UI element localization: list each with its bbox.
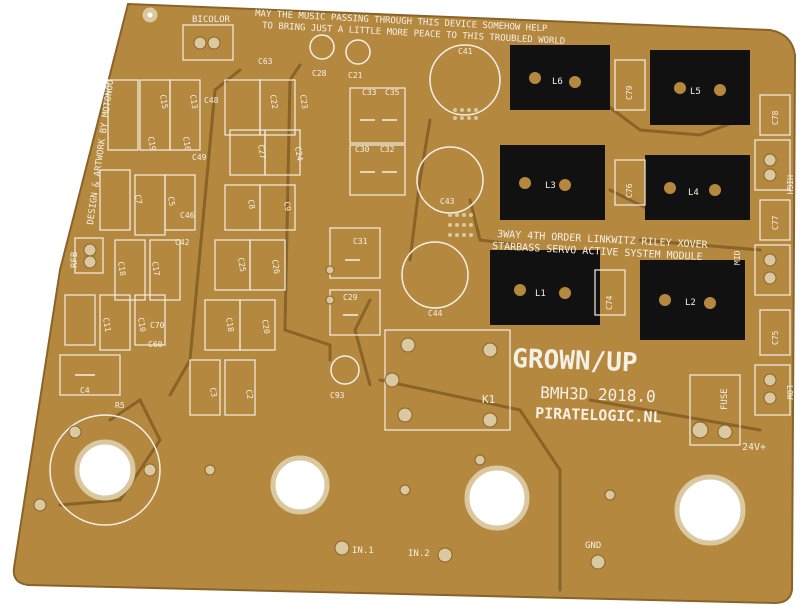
inductor-l3-label: L3 <box>545 181 556 191</box>
label-c75: C75 <box>771 330 780 345</box>
label-c78: C78 <box>771 110 780 125</box>
low-label: LOW <box>785 385 794 400</box>
brand-title: GROWN/UP <box>512 344 638 378</box>
corner-hole <box>142 7 158 23</box>
label-c41: C41 <box>458 47 473 56</box>
label-c13: C13 <box>188 94 199 110</box>
ground-label: GND <box>585 541 601 551</box>
component-labels: C41 C43 C44 C93 C28 C21 C63 C33 C35 C30 … <box>80 47 780 410</box>
label-c10: C10 <box>136 317 147 333</box>
label-c43: C43 <box>440 197 455 206</box>
label-c32: C32 <box>380 145 395 154</box>
label-c63: C63 <box>258 57 273 66</box>
label-c70: C70 <box>150 321 165 330</box>
label-c23: C23 <box>298 94 309 110</box>
label-r5: R5 <box>115 401 125 410</box>
mid-label: MID <box>733 250 742 265</box>
cap-c44-outline <box>401 241 469 309</box>
label-c3: C3 <box>208 387 219 398</box>
cap-c21-outline <box>345 39 371 65</box>
label-c30: C30 <box>355 145 370 154</box>
label-c18: C18 <box>116 261 127 277</box>
label-c60: C60 <box>148 340 163 349</box>
rfb-label: RFB <box>70 252 80 268</box>
fuse-label: FUSE <box>720 388 730 410</box>
label-c79: C79 <box>625 85 634 100</box>
label-c93: C93 <box>330 391 345 400</box>
label-c48: C48 <box>204 96 219 105</box>
relay-label: K1 <box>482 393 495 406</box>
inductor-labels: L6 L5 L3 L4 L1 L2 <box>535 77 701 308</box>
supply-label: 24V+ <box>742 442 766 453</box>
label-c27: C27 <box>256 144 267 160</box>
smd-marks <box>75 119 397 376</box>
label-c20: C20 <box>260 319 271 335</box>
through-hole-pads <box>33 36 777 570</box>
input1-label: IN.1 <box>352 546 374 556</box>
label-c18b: C18 <box>224 317 235 333</box>
via-grid <box>448 108 478 237</box>
label-c5: C5 <box>166 196 177 207</box>
label-c25: C25 <box>236 257 247 273</box>
pot-r5-outline <box>49 414 161 526</box>
bicolor-label: BICOLOR <box>192 15 231 25</box>
label-c8: C8 <box>246 199 257 210</box>
label-c19: C19 <box>146 136 157 152</box>
label-c44: C44 <box>428 309 443 318</box>
copper-traces <box>58 63 762 592</box>
mounting-hole-2 <box>270 455 330 515</box>
label-c17: C17 <box>150 261 161 277</box>
inductor-l5-label: L5 <box>690 87 701 97</box>
label-c28: C28 <box>312 69 327 78</box>
label-c29: C29 <box>343 293 358 302</box>
label-c77: C77 <box>771 215 780 230</box>
label-c15: C15 <box>158 94 169 110</box>
high-label: HIGH <box>785 175 794 194</box>
label-c35: C35 <box>385 88 400 97</box>
mounting-hole-3 <box>464 465 530 531</box>
inductor-l4-pad <box>645 155 750 220</box>
label-c11: C11 <box>101 317 112 333</box>
label-c4: C4 <box>80 386 90 395</box>
label-c31: C31 <box>353 237 368 246</box>
label-c42: C42 <box>175 238 190 247</box>
label-c9: C9 <box>282 201 293 212</box>
label-c22: C22 <box>268 94 279 110</box>
label-c21: C21 <box>348 71 363 80</box>
inductor-l2-pad <box>640 260 745 340</box>
label-c74: C74 <box>605 295 614 310</box>
label-c2: C2 <box>244 389 255 400</box>
cap-c41-outline <box>429 44 501 116</box>
inductor-l2-label: L2 <box>685 298 696 308</box>
component-outlines <box>59 24 791 446</box>
label-c7: C7 <box>133 194 144 205</box>
inductor-l6-label: L6 <box>552 77 563 87</box>
inductor-footprints <box>490 45 750 340</box>
label-c76: C76 <box>625 183 634 198</box>
inductor-l4-label: L4 <box>688 188 699 198</box>
label-c24: C24 <box>293 146 304 162</box>
mounting-hole-4 <box>674 474 746 546</box>
model-label: BMH3D 2018.0 <box>540 383 656 406</box>
website-label: PIRATELOGIC.NL <box>535 404 662 426</box>
inductor-l3-pad <box>500 145 605 220</box>
inductor-l1-pad <box>490 250 600 325</box>
cap-c28-outline <box>309 34 335 60</box>
inductor-l6-pad <box>510 45 610 110</box>
input2-label: IN.2 <box>408 549 430 559</box>
inductor-l1-label: L1 <box>535 289 546 299</box>
label-c49: C49 <box>192 153 207 162</box>
label-c46: C46 <box>180 211 195 220</box>
label-c16: C16 <box>181 136 192 152</box>
inductor-l5-pad <box>650 50 750 125</box>
label-c26: C26 <box>270 259 281 275</box>
label-c33: C33 <box>362 88 377 97</box>
mounting-hole-1 <box>74 439 136 501</box>
mounting-holes <box>74 7 746 546</box>
cap-c93-outline <box>330 355 360 385</box>
